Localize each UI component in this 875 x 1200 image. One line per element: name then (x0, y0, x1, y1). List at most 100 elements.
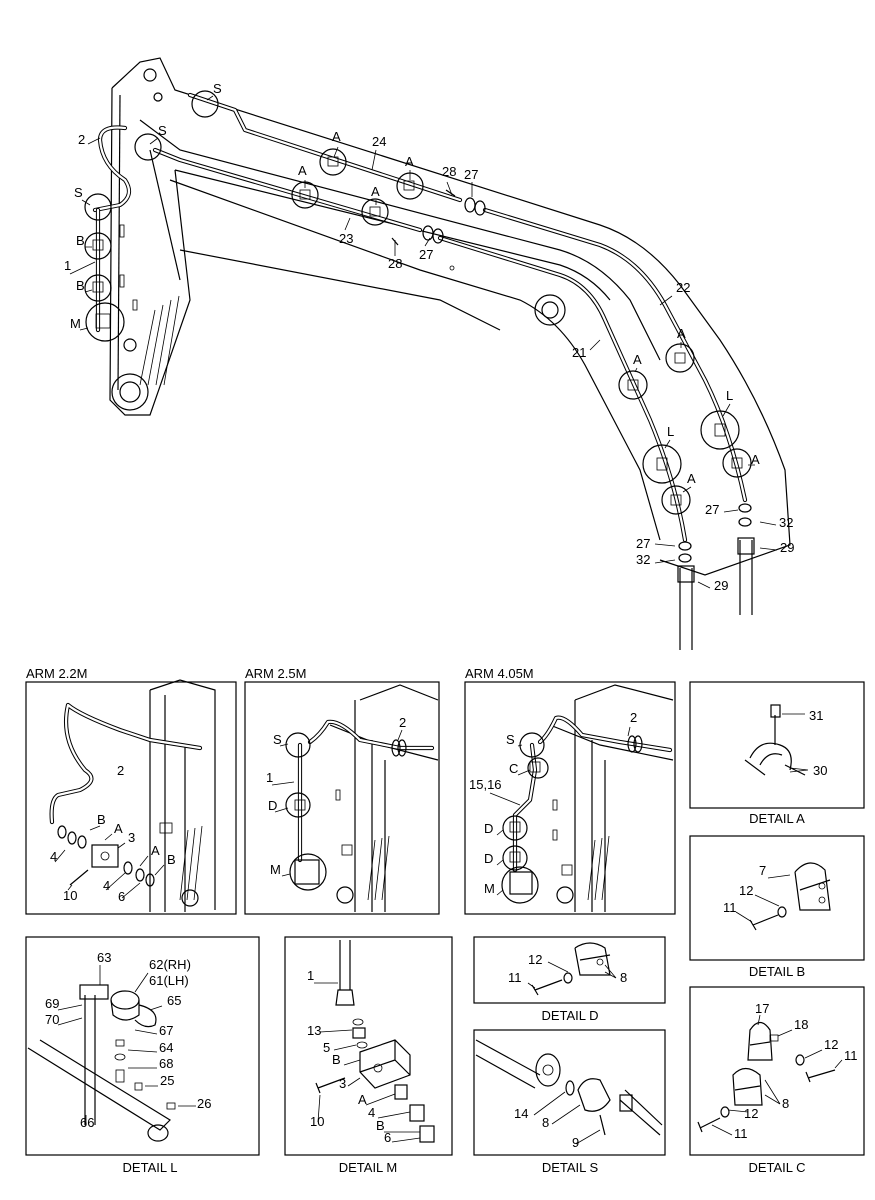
part-callout-label: 17 (755, 1001, 769, 1016)
part-callout-label: 27 (705, 502, 719, 517)
part-callout-label: A (332, 129, 341, 144)
part-callout-label: 5 (323, 1040, 330, 1055)
panel-title: DETAIL C (748, 1160, 805, 1175)
part-callout-label: S (158, 123, 167, 138)
panel-arm-2-5m: ARM 2.5M S 2 1D M (244, 666, 440, 915)
part-callout-label: 12 (744, 1106, 758, 1121)
part-callout-label: M (70, 316, 81, 331)
part-callout-label: D (268, 798, 277, 813)
part-callout-label: 32 (636, 552, 650, 567)
part-callout-label: 30 (813, 763, 827, 778)
panel-title: DETAIL A (749, 811, 805, 826)
part-callout-label: B (76, 233, 85, 248)
part-callout-label: B (167, 852, 176, 867)
part-callout-label: D (484, 821, 493, 836)
part-callout-label: 64 (159, 1040, 173, 1055)
part-callout-label: 27 (636, 536, 650, 551)
part-callout-label: 67 (159, 1023, 173, 1038)
part-callout-label: A (687, 471, 696, 486)
panel-title: DETAIL M (339, 1160, 398, 1175)
part-callout-label: S (273, 732, 282, 747)
panel-title: ARM 4.05M (465, 666, 534, 681)
part-callout-label: 12 (824, 1037, 838, 1052)
part-callout-label: 21 (572, 345, 586, 360)
callout-circles (69, 90, 778, 589)
part-callout-label: L (667, 424, 674, 439)
part-callout-label: 29 (714, 578, 728, 593)
part-callout-label: 27 (419, 247, 433, 262)
part-callout-label: A (298, 163, 307, 178)
part-callout-label: 3 (339, 1076, 346, 1091)
part-callout-label: 24 (372, 134, 386, 149)
part-callout-label: 70 (45, 1012, 59, 1027)
part-callout-label: A (677, 326, 686, 341)
part-callout-label: S (506, 732, 515, 747)
part-callout-label: A (751, 452, 760, 467)
part-callout-label: 12 (528, 952, 542, 967)
part-callout-label: S (213, 81, 222, 96)
part-callout-label: 28 (388, 256, 402, 271)
part-callout-label: B (332, 1052, 341, 1067)
part-callout-label: 66 (80, 1115, 94, 1130)
part-callout-label: 2 (399, 715, 406, 730)
part-callout-label: A (358, 1092, 367, 1107)
part-callout-label: 1 (307, 968, 314, 983)
part-callout-label: 3 (128, 830, 135, 845)
part-callout-label: 22 (676, 280, 690, 295)
main-pipes (92, 92, 748, 543)
part-callout-label: B (376, 1118, 385, 1133)
part-callout-label: 11 (844, 1048, 858, 1063)
part-callout-label: B (76, 278, 85, 293)
part-callout-label: 6 (384, 1130, 391, 1145)
part-callout-label: 65 (167, 993, 181, 1008)
part-callout-label: 27 (464, 167, 478, 182)
part-callout-label: 10 (63, 888, 77, 903)
panel-title: DETAIL L (123, 1160, 178, 1175)
part-callout-label: 68 (159, 1056, 173, 1071)
part-callout-label: 6 (118, 889, 125, 904)
part-callout-label: A (405, 154, 414, 169)
detail-a: DETAIL A 31 30 (689, 681, 865, 826)
part-callout-label: A (151, 843, 160, 858)
part-callout-label: 4 (50, 849, 57, 864)
part-callout-label: 15,16 (469, 777, 502, 792)
part-callout-label: 23 (339, 231, 353, 246)
part-callout-label: 14 (514, 1106, 528, 1121)
part-callout-label: 69 (45, 996, 59, 1011)
part-callout-label: 11 (508, 970, 522, 985)
part-callout-label: 62(RH) (149, 957, 191, 972)
part-callout-label: A (633, 352, 642, 367)
part-callout-label: 26 (197, 1096, 211, 1111)
panel-title: ARM 2.5M (245, 666, 306, 681)
part-callout-label: 18 (794, 1017, 808, 1032)
part-callout-label: B (97, 812, 106, 827)
panel-title: DETAIL B (749, 964, 805, 979)
part-callout-label: 4 (368, 1105, 375, 1120)
part-callout-label: 2 (78, 132, 85, 147)
part-callout-label: 11 (734, 1126, 748, 1141)
part-callout-label: 31 (809, 708, 823, 723)
part-callout-label: M (270, 862, 281, 877)
panel-title: DETAIL S (542, 1160, 599, 1175)
part-callout-label: 1 (266, 770, 273, 785)
part-callout-label: 29 (780, 540, 794, 555)
part-callout-label: 32 (779, 515, 793, 530)
part-callout-label: 25 (160, 1073, 174, 1088)
part-callout-label: 13 (307, 1023, 321, 1038)
part-callout-label: 8 (542, 1115, 549, 1130)
part-callout-label: 2 (630, 710, 637, 725)
part-callout-label: 2 (117, 763, 124, 778)
part-callout-label: 61(LH) (149, 973, 189, 988)
part-callout-label: 11 (723, 900, 737, 915)
part-callout-label: 10 (310, 1114, 324, 1129)
